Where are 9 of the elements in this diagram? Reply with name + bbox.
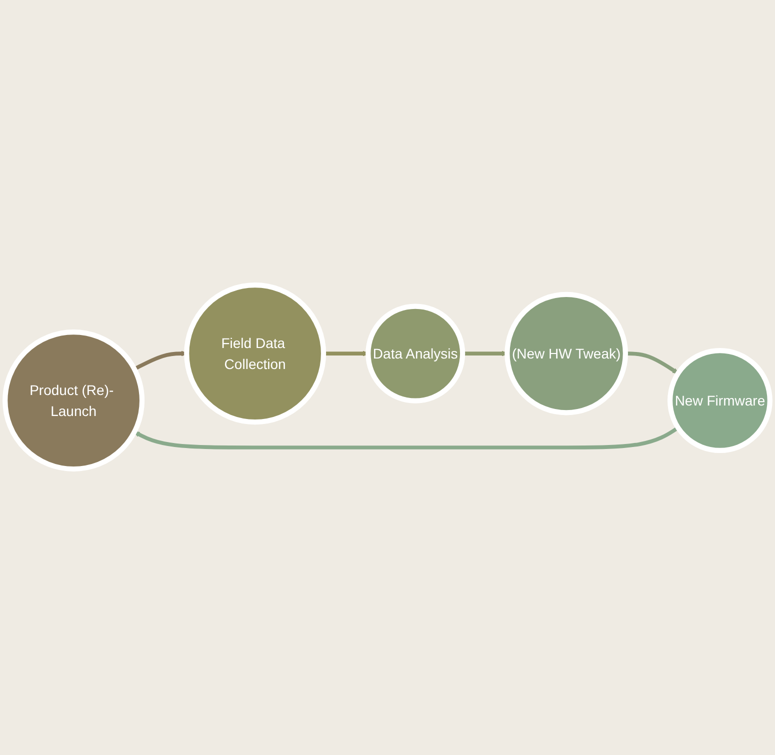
node-circle: Field Data Collection bbox=[184, 283, 326, 426]
arrow bbox=[462, 351, 508, 357]
node-circle: (New HW Tweak) bbox=[504, 292, 628, 416]
node-circle: Data Analysis bbox=[366, 304, 466, 404]
arrow bbox=[324, 351, 368, 357]
arrow bbox=[625, 352, 678, 374]
node-circle: Product (Re)- Launch bbox=[2, 330, 145, 472]
arrow bbox=[134, 351, 187, 372]
node-circle: New Firmware bbox=[668, 348, 772, 454]
